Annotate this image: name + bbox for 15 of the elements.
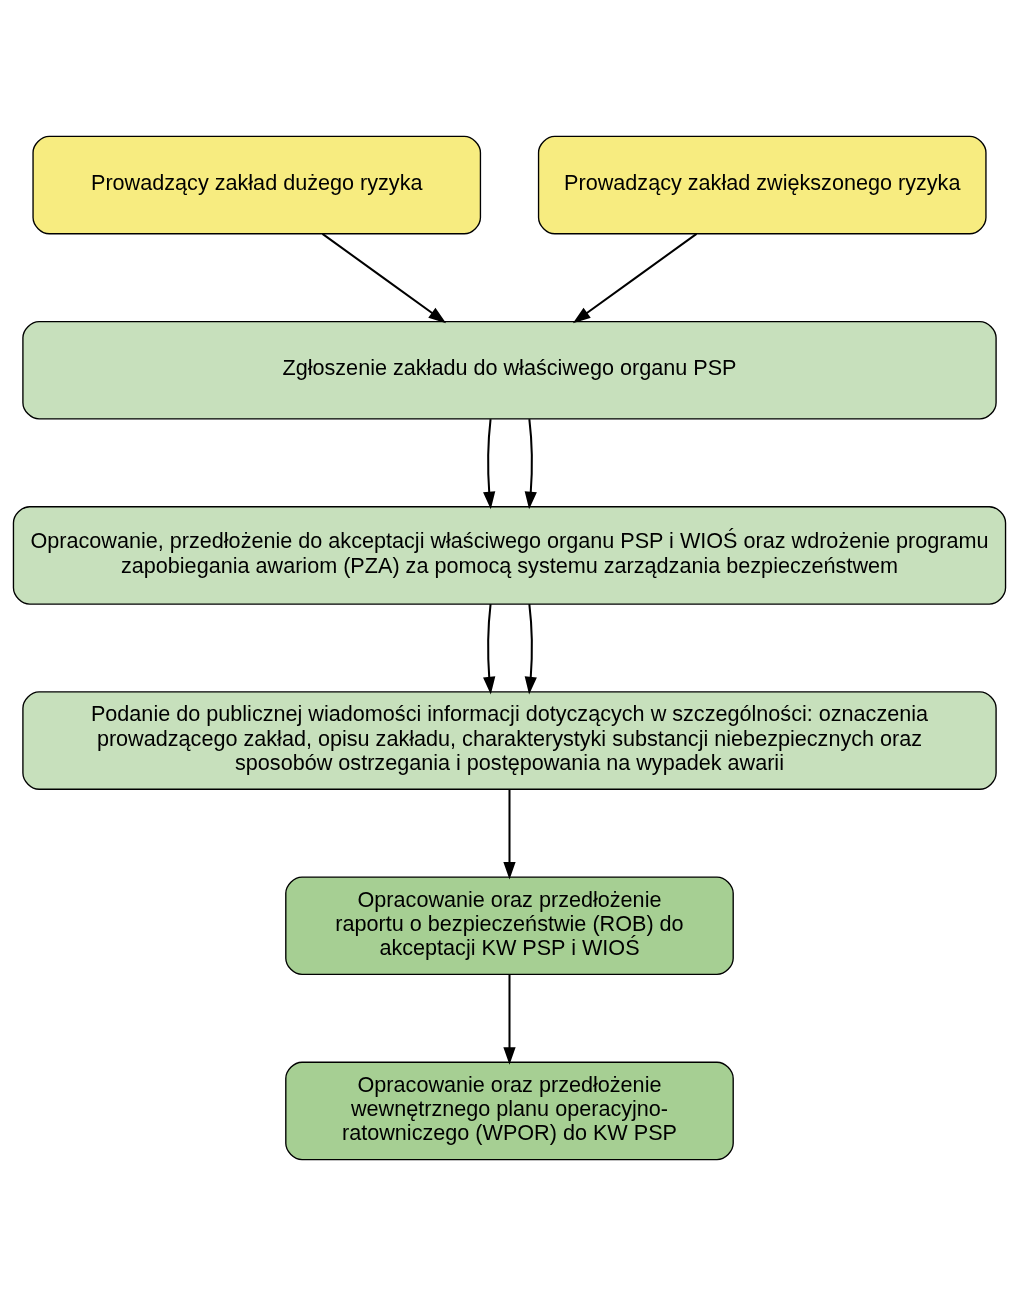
node-box: Prowadzący zakład zwiększonego ryzyka [537, 135, 987, 234]
arrow [483, 603, 496, 694]
arrow [572, 232, 698, 323]
node-box: Prowadzący zakład dużego ryzyka [32, 135, 482, 234]
node-box: Opracowanie, przedłożenie do akceptacji właściwego organu PSP i WIOŚ oraz wdrożenie programu zapobiegania awariom (PZA) za pomocą systemu zarządzania bezpieczeństwem [12, 505, 1007, 605]
arrow [503, 974, 516, 1065]
node-box: Zgłoszenie zakładu do właściwego organu PSP [22, 320, 997, 420]
arrow [503, 788, 516, 880]
node-box: Opracowanie oraz przedłożenie raportu o bezpieczeństwie (ROB) do akceptacji KW PSP i WIOŚ [285, 875, 734, 975]
arrow [524, 418, 537, 509]
arrow [483, 418, 496, 509]
node-box: Podanie do publicznej wiadomości informacji dotyczących w szczególności: oznaczenia prowadzącego zakład, opisu zakładu, charakterystyki substancji niebezpiecznych oraz sposobów ostrzegania i postępowania na wypadek awarii [22, 690, 997, 790]
arrow [524, 603, 537, 694]
node-box: Opracowanie oraz przedłożenie wewnętrznego planu operacyjno-ratowniczego (WPOR) do KW PSP [285, 1061, 734, 1160]
arrow [321, 232, 447, 323]
